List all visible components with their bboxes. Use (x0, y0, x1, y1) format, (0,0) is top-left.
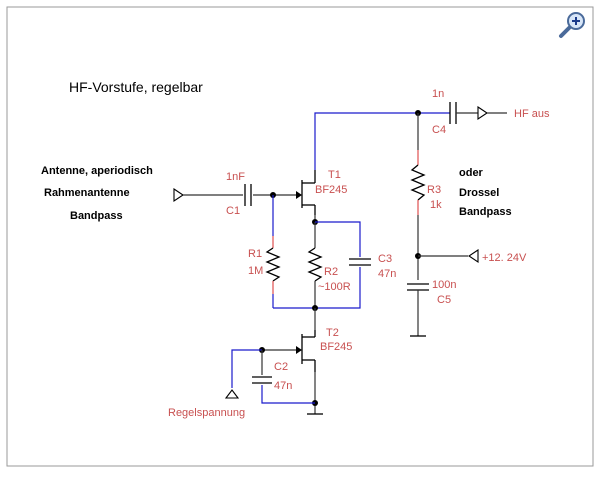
c5-name-label: C5 (437, 294, 451, 306)
output-port-arrow (477, 105, 488, 121)
capacitor-c2 (252, 376, 272, 384)
wire-drain-t1 (314, 112, 450, 170)
r1-name-label: R1 (248, 248, 262, 260)
capacitor-c4 (449, 102, 457, 124)
control-voltage-label: Regelspannung (168, 407, 245, 419)
t1-type-label: BF245 (315, 184, 347, 196)
r1-value-label: 1M (248, 265, 263, 277)
schematic-frame (6, 6, 594, 467)
c3-value-label: 47n (378, 268, 396, 280)
r3-name-label: R3 (427, 184, 441, 196)
c1-value-label: 1nF (226, 171, 245, 183)
capacitor-c3 (349, 258, 371, 266)
supply-port-arrow (468, 248, 479, 264)
wire-control (231, 349, 262, 388)
c5-value-label: 100n (432, 279, 456, 291)
transistor-t1 (296, 170, 316, 215)
input-label-bandpass: Bandpass (70, 210, 123, 222)
input-label-loop: Rahmenantenne (44, 187, 130, 199)
c2-name-label: C2 (274, 361, 288, 373)
output-alt-label-choke: Drossel (459, 187, 499, 199)
wire-c3-bottom (273, 267, 361, 309)
resistor-r3 (410, 164, 426, 201)
output-alt-label-oder: oder (459, 167, 484, 179)
resistor-r2 (307, 247, 323, 282)
wire-c2-bottom (261, 385, 315, 404)
input-port-arrow (173, 187, 184, 203)
r3-value-label: 1k (430, 199, 442, 211)
c1-name-label: C1 (226, 205, 240, 217)
resistor-r1 (265, 247, 281, 282)
supply-label: +12. 24V (482, 252, 527, 264)
wire-c3-top (315, 221, 361, 257)
capacitor-c1 (244, 184, 252, 206)
c3-name-label: C3 (378, 253, 392, 265)
t2-type-label: BF245 (320, 341, 352, 353)
t1-name-label: T1 (328, 169, 341, 181)
t2-name-label: T2 (326, 327, 339, 339)
c4-name-label: C4 (432, 124, 446, 136)
input-label-antenna: Antenne, aperiodisch (41, 165, 153, 177)
r2-value-label: ~100R (318, 281, 351, 293)
output-alt-label-bandpass: Bandpass (459, 206, 512, 218)
control-port-arrow (224, 389, 240, 399)
r2-name-label: R2 (324, 266, 338, 278)
capacitor-c5 (407, 283, 429, 291)
magnifier-plus-icon[interactable] (559, 12, 585, 38)
transistor-t2 (296, 330, 316, 372)
schematic-title: HF-Vorstufe, regelbar (69, 79, 203, 95)
c2-value-label: 47n (274, 380, 292, 392)
c4-value-label: 1n (432, 88, 444, 100)
hf-out-label: HF aus (514, 108, 550, 120)
